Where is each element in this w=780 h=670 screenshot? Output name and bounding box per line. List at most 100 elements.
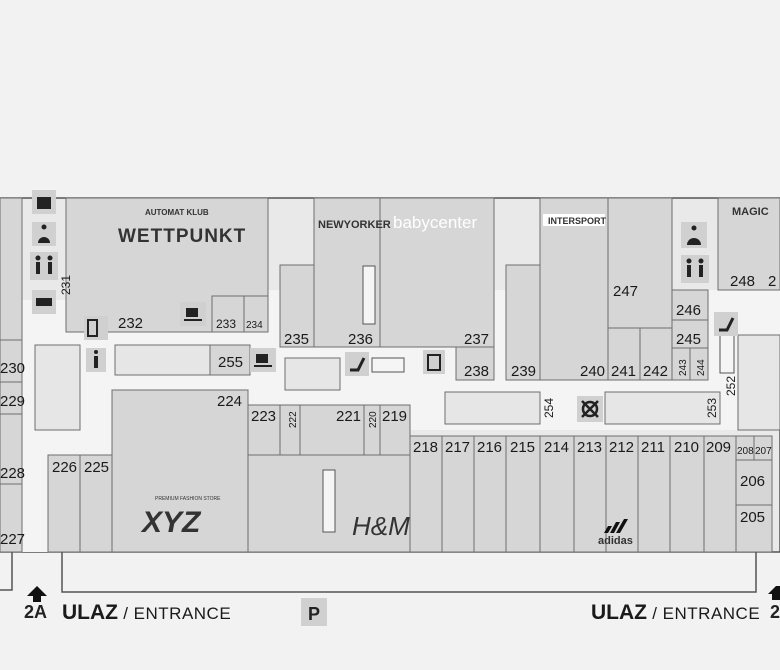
adidas-logo: adidas xyxy=(598,535,633,547)
unit-206[interactable] xyxy=(735,459,773,506)
unit-253[interactable] xyxy=(604,391,721,425)
kiosk-island[interactable] xyxy=(284,357,341,391)
elevator-icon xyxy=(423,350,445,374)
entrance-boundary-left xyxy=(0,552,13,591)
unit-number-219: 219 xyxy=(382,408,407,425)
unit-number-245: 245 xyxy=(676,331,701,348)
unit-number-237: 237 xyxy=(464,331,489,348)
unit-number-240: 240 xyxy=(580,363,605,380)
escalator-252 xyxy=(719,334,735,374)
unit-209[interactable] xyxy=(703,435,737,553)
unit-number-255: 255 xyxy=(218,354,243,371)
entrance-left-bold: ULAZ xyxy=(62,601,118,624)
escalator-221 xyxy=(322,469,336,533)
entrance-right[interactable]: ULAZ / ENTRANCE xyxy=(591,601,760,625)
unit-252[interactable] xyxy=(737,334,780,431)
unit-217[interactable] xyxy=(441,435,475,553)
babycenter-logo: babycenter xyxy=(393,213,477,232)
unit-219[interactable] xyxy=(379,404,411,456)
toilets-icon xyxy=(30,252,58,280)
charging-icon xyxy=(84,316,108,340)
unit-number-205: 205 xyxy=(740,509,765,526)
unit-216[interactable] xyxy=(473,435,507,553)
unit-number-253: 253 xyxy=(705,398,719,418)
unit-number-211: 211 xyxy=(641,439,665,456)
parking-icon: P xyxy=(301,598,327,626)
unit-225[interactable] xyxy=(79,454,113,553)
unit-237[interactable] xyxy=(379,197,495,348)
unit-210[interactable] xyxy=(669,435,705,553)
unit-left-top[interactable] xyxy=(0,197,23,341)
unit-number-213: 213 xyxy=(577,439,602,456)
unit-number-241: 241 xyxy=(611,363,636,380)
escalator-icon xyxy=(345,352,369,376)
xyz-subtitle: PREMIUM FASHION STORE xyxy=(155,496,221,502)
unit-number-244: 244 xyxy=(696,359,707,376)
unit-number-208: 208 xyxy=(737,446,754,457)
escalator-236 xyxy=(362,265,376,325)
unit-238[interactable] xyxy=(455,346,495,381)
intersport-logo: INTERSPORT xyxy=(548,216,607,226)
unit-number-206: 206 xyxy=(740,473,765,490)
unit-235[interactable] xyxy=(279,264,315,348)
unit-211[interactable] xyxy=(637,435,671,553)
unit-247[interactable] xyxy=(607,197,673,329)
unit-number-243: 243 xyxy=(678,359,689,376)
unit-number-232: 232 xyxy=(118,315,143,332)
unit-number-239: 239 xyxy=(511,363,536,380)
unit-number-234: 234 xyxy=(246,320,263,331)
entrance-left-sub: / ENTRANCE xyxy=(118,604,232,623)
entrance-left[interactable]: ULAZ / ENTRANCE xyxy=(62,601,231,625)
escalator-icon-2 xyxy=(714,312,738,336)
unit-234[interactable] xyxy=(243,295,269,333)
unit-number-238: 238 xyxy=(464,363,489,380)
coffee-icon-2 xyxy=(250,348,276,372)
unit-245[interactable] xyxy=(671,319,709,349)
unit-number-236: 236 xyxy=(348,331,373,348)
unit-number-212: 212 xyxy=(609,439,634,456)
unit-number-254: 254 xyxy=(542,398,556,418)
escalator-mid xyxy=(371,357,405,373)
unit-number-221: 221 xyxy=(336,408,361,425)
entrance-right-bold: ULAZ xyxy=(591,601,647,624)
arrow-up-icon-right xyxy=(768,586,780,600)
unit-number-223: 223 xyxy=(251,408,276,425)
parking-label: P xyxy=(308,604,320,624)
unit-number-246: 246 xyxy=(676,302,701,319)
unit-227[interactable] xyxy=(0,483,23,553)
unit-number-220: 220 xyxy=(368,411,379,428)
unit-number-230: 230 xyxy=(0,360,25,377)
wettpunkt-top-text: AUTOMAT KLUB xyxy=(145,208,209,217)
unit-number-207: 207 xyxy=(755,446,772,457)
wettpunkt-logo: WETTPUNKT xyxy=(118,226,246,247)
unit-239[interactable] xyxy=(505,264,541,381)
unit-254[interactable] xyxy=(444,391,541,425)
unit-215[interactable] xyxy=(505,435,541,553)
atm-icon xyxy=(32,190,56,214)
hm-logo: H&M xyxy=(352,511,410,541)
xyz-logo: XYZ xyxy=(140,506,202,539)
entrance-right-sub: / ENTRANCE xyxy=(647,604,761,623)
unit-233[interactable] xyxy=(211,295,245,333)
unit-246[interactable] xyxy=(671,289,709,321)
coffee-icon xyxy=(180,302,206,326)
left-island[interactable] xyxy=(34,344,81,431)
gate-2-label: 2 xyxy=(770,602,780,622)
newyorker-logo: NEWYORKER xyxy=(318,219,391,231)
no-access-icon xyxy=(577,396,603,422)
unit-224[interactable] xyxy=(111,389,249,553)
unit-214[interactable] xyxy=(539,435,575,553)
unit-205[interactable] xyxy=(735,504,773,553)
unit-244[interactable] xyxy=(689,347,709,381)
unit-number-235: 235 xyxy=(284,331,309,348)
unit-number-226: 226 xyxy=(52,459,77,476)
unit-number-229: 229 xyxy=(0,393,25,410)
unit-218[interactable] xyxy=(409,435,443,553)
unit-number-215: 215 xyxy=(510,439,535,456)
unit-number-228: 228 xyxy=(0,465,25,482)
adidas-stripes-icon xyxy=(604,519,628,533)
unit-number-224: 224 xyxy=(217,393,242,410)
unit-248[interactable] xyxy=(717,197,780,291)
gate-2a-label: 2A xyxy=(24,602,48,622)
